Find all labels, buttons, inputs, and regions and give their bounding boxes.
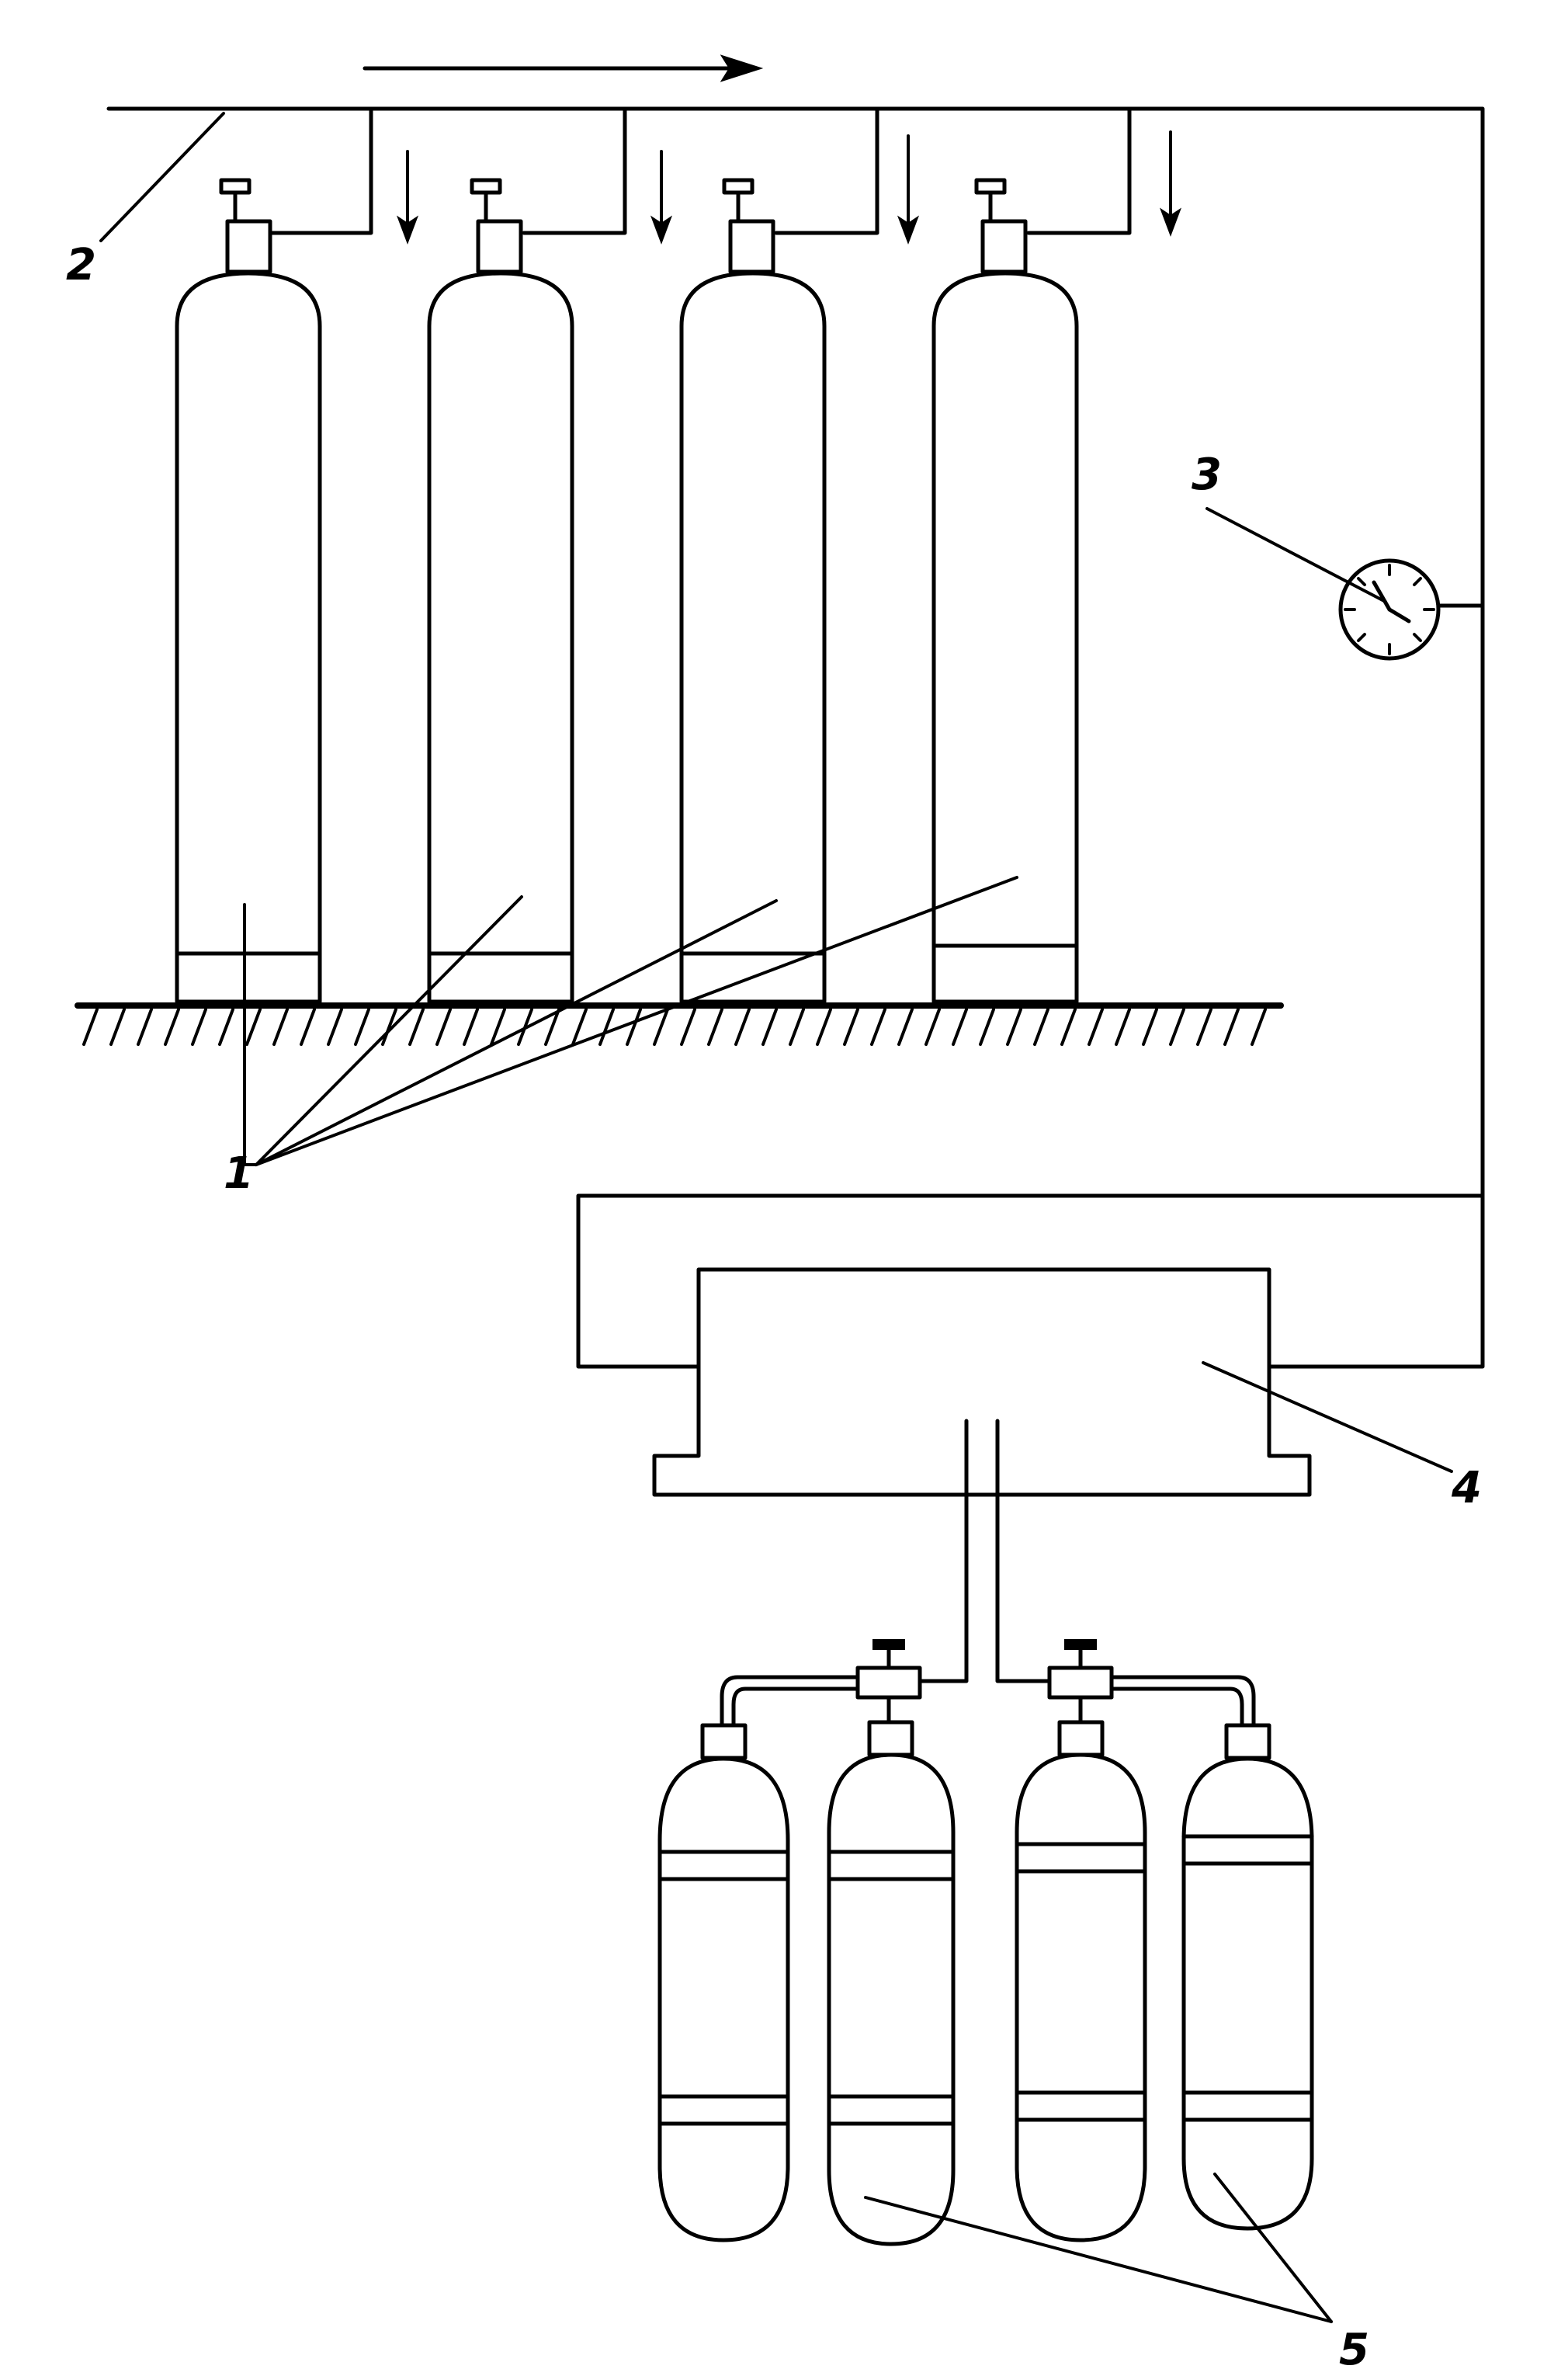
compressor-unit [652, 1267, 1453, 1497]
target-valve-right [1047, 1639, 1256, 1728]
down-arrow-icon [1159, 130, 1182, 237]
outlet-pipes [918, 1419, 1052, 1683]
down-arrow-icon [650, 150, 673, 245]
source-cylinder [175, 178, 322, 1004]
target-cylinder [1015, 1720, 1147, 2242]
leader-line-2 [99, 112, 225, 242]
leader-lines-1 [243, 876, 1018, 1166]
label-2: 2 [66, 240, 96, 290]
down-arrow-icon [396, 150, 419, 245]
target-cylinder [827, 1720, 956, 2246]
down-arrows [396, 130, 1182, 245]
source-cylinder [931, 178, 1079, 1004]
target-valve-left [720, 1639, 922, 1728]
leader-lines-5 [864, 2173, 1333, 2323]
label-1: 1 [224, 1148, 254, 1199]
label-3: 3 [1192, 450, 1222, 500]
manifold-branches [269, 106, 1132, 235]
target-cylinder [657, 1723, 790, 2242]
floor [75, 1002, 1284, 1046]
target-cylinder [1181, 1723, 1314, 2231]
flow-direction-arrow [363, 54, 764, 82]
down-arrow-icon [897, 134, 920, 245]
label-4: 4 [1451, 1463, 1482, 1513]
label-5: 5 [1339, 2325, 1369, 2375]
manifold-pipe [106, 106, 1485, 1369]
source-cylinder [427, 178, 574, 1004]
source-cylinder [679, 178, 827, 1004]
pressure-gauge-icon [1205, 507, 1485, 661]
